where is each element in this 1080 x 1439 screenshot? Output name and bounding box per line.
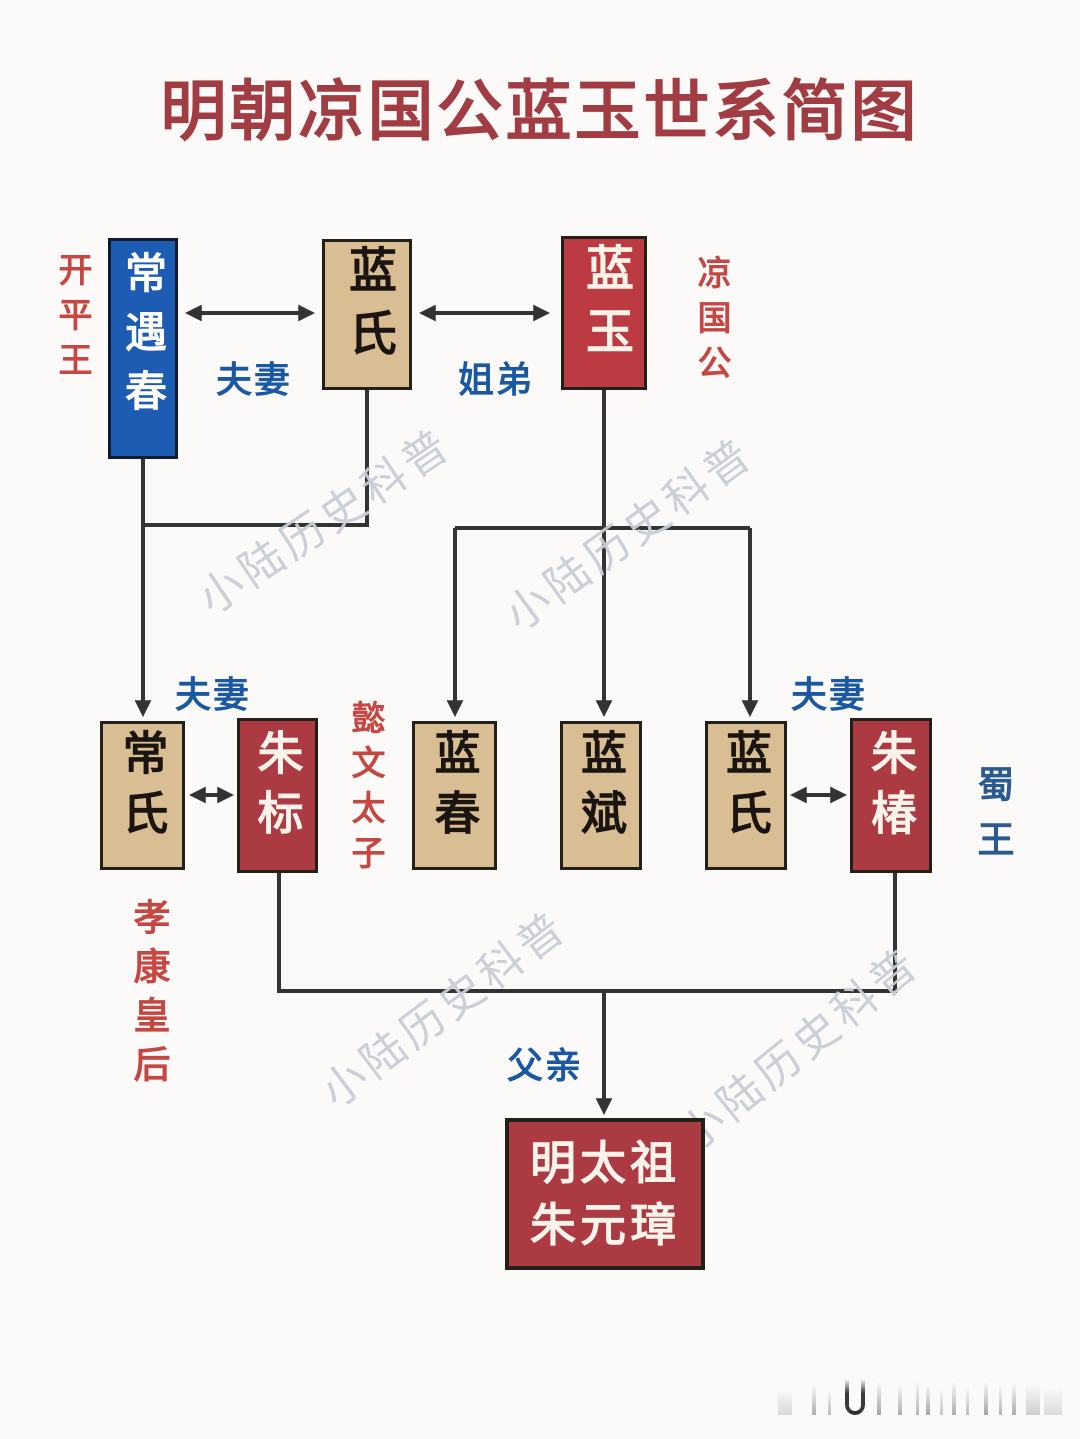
node-zhuchun-label: 朱椿: [865, 728, 917, 849]
side-label-yiwentaizi: 懿文太子: [346, 700, 384, 880]
node-lanyu: 蓝玉: [561, 236, 647, 390]
node-lanbin: 蓝斌: [560, 721, 642, 870]
node-changshi-label: 常氏: [116, 728, 169, 849]
side-label-shuwang: 蜀王: [972, 765, 1013, 875]
relation-label-fuqi-top: 夫妻: [216, 359, 293, 400]
node-taizu-label-line1: 明太祖: [530, 1137, 680, 1189]
node-changyuchun-label: 常遇春: [119, 251, 167, 428]
relation-label-fuqin: 父亲: [507, 1045, 584, 1086]
relation-label-fuqi-left: 夫妻: [175, 674, 252, 715]
node-lanshi-younger-label: 蓝氏: [720, 728, 772, 849]
side-label-xiaokanghuanghou: 孝康皇后: [128, 898, 169, 1094]
node-taizu-label-line2: 朱元璋: [530, 1199, 680, 1251]
relation-label-fuqi-right: 夫妻: [791, 674, 868, 715]
node-lanshi-elder: 蓝氏: [322, 239, 412, 390]
node-zhubiao: 朱标: [237, 718, 318, 873]
node-lanshi-younger: 蓝氏: [705, 721, 787, 870]
diagram-title: 明朝凉国公蓝玉世系简图: [160, 74, 920, 148]
node-ming-taizu-zhuyuanzhang: 明太祖 朱元璋: [505, 1118, 705, 1270]
node-zhuchun: 朱椿: [850, 718, 932, 873]
node-changshi: 常氏: [100, 721, 185, 870]
node-zhubiao-label: 朱标: [251, 728, 304, 849]
side-label-liangguogong: 凉国公: [692, 255, 730, 390]
relation-label-jiedi: 姐弟: [458, 359, 535, 400]
node-changyuchun: 常遇春: [108, 238, 178, 459]
side-label-kaipingwang: 开平王: [53, 252, 91, 387]
node-lanbin-label: 蓝斌: [575, 728, 627, 849]
node-lanshi-elder-label: 蓝氏: [341, 244, 394, 371]
node-lanyu-label: 蓝玉: [578, 243, 631, 369]
node-lanchun: 蓝春: [412, 721, 497, 870]
node-lanchun-label: 蓝春: [428, 728, 481, 849]
